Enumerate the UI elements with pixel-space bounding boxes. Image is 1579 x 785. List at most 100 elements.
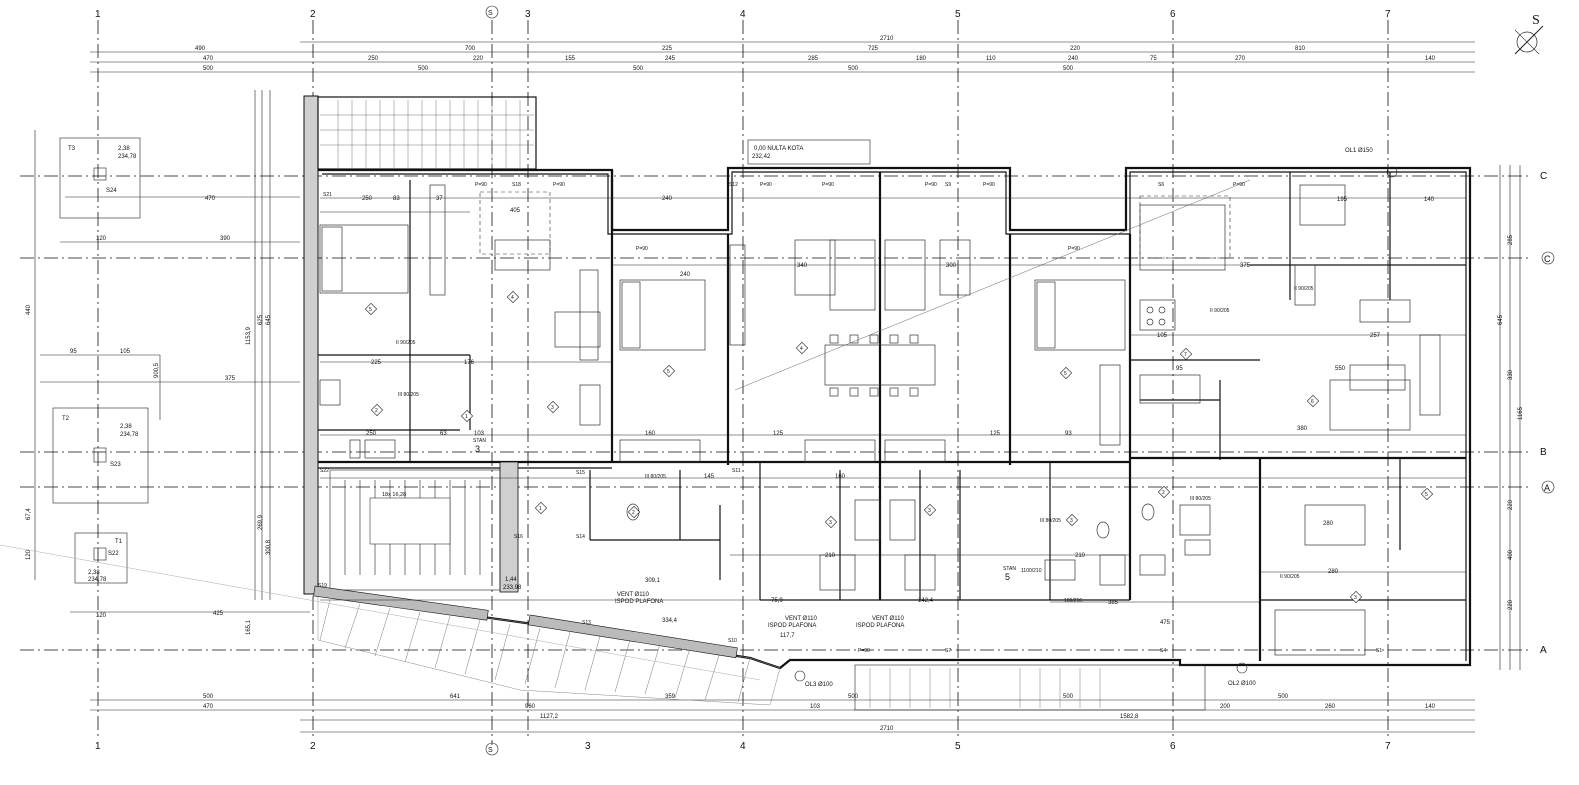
svg-text:250: 250 xyxy=(366,431,377,437)
grid-row-a1: A xyxy=(1544,483,1550,493)
svg-text:3: 3 xyxy=(1070,518,1073,524)
svg-text:375: 375 xyxy=(1240,263,1251,269)
grid-row-c1: C xyxy=(1540,171,1547,182)
svg-text:490: 490 xyxy=(195,46,206,52)
svg-text:269,9: 269,9 xyxy=(258,514,264,530)
annotations: 0,00 NULTA KOTA 232,42 OL1 Ø150 OL2 Ø100… xyxy=(615,139,1398,688)
svg-text:ISPOD PLAFONA: ISPOD PLAFONA xyxy=(768,623,816,629)
svg-text:500: 500 xyxy=(203,694,214,700)
svg-text:P=90: P=90 xyxy=(1068,246,1080,252)
svg-text:195: 195 xyxy=(1337,197,1348,203)
svg-text:67,4: 67,4 xyxy=(26,508,32,520)
svg-text:120: 120 xyxy=(26,549,32,560)
svg-text:T1: T1 xyxy=(115,539,123,545)
svg-text:470: 470 xyxy=(205,196,216,202)
svg-text:S11: S11 xyxy=(732,468,741,474)
svg-text:2,38: 2,38 xyxy=(120,424,132,430)
svg-text:1153,9: 1153,9 xyxy=(246,326,252,345)
svg-text:245: 245 xyxy=(665,56,676,62)
svg-text:6: 6 xyxy=(1311,399,1314,405)
svg-text:S9: S9 xyxy=(945,182,951,188)
svg-text:2710: 2710 xyxy=(880,36,894,42)
svg-text:120: 120 xyxy=(96,613,107,619)
grid-col-4: 4 xyxy=(740,9,746,20)
svg-text:142,4: 142,4 xyxy=(918,598,934,604)
grid-col-7: 7 xyxy=(1385,9,1391,20)
svg-text:300: 300 xyxy=(946,263,957,269)
section-marker-bottom xyxy=(485,742,499,756)
svg-text:285: 285 xyxy=(1508,234,1514,245)
svg-text:145: 145 xyxy=(704,474,715,480)
svg-text:S14: S14 xyxy=(576,534,585,540)
svg-text:S1: S1 xyxy=(1376,648,1382,654)
svg-text:160: 160 xyxy=(835,474,846,480)
svg-text:STAN: STAN xyxy=(473,438,486,444)
svg-text:83: 83 xyxy=(393,196,400,202)
svg-text:II 90/205: II 90/205 xyxy=(1280,574,1300,580)
svg-text:2710: 2710 xyxy=(880,726,894,732)
ramp-area xyxy=(0,544,781,706)
svg-text:P=90: P=90 xyxy=(636,246,648,252)
pillar-labels: S21 S18 S22 S19 S16 S15 S14 S13 S12 S11 … xyxy=(318,182,1382,654)
grid-col-6: 6 xyxy=(1170,9,1176,20)
svg-text:P=90: P=90 xyxy=(553,182,565,188)
svg-text:III 80/205: III 80/205 xyxy=(398,392,419,398)
svg-text:330: 330 xyxy=(1508,369,1514,380)
column-foundations: T3 2,38 234,78 S24 T2 2,38 234,78 S23 T1… xyxy=(40,137,310,619)
svg-text:III 80/205: III 80/205 xyxy=(1040,518,1061,524)
svg-text:S15: S15 xyxy=(576,470,585,476)
svg-text:165,1: 165,1 xyxy=(246,619,252,635)
svg-text:STAN: STAN xyxy=(1003,566,1016,572)
door-labels: II 90/205 III 80/205 III 80/205 III 80/2… xyxy=(396,182,1314,654)
svg-text:225: 225 xyxy=(662,46,673,52)
svg-text:220: 220 xyxy=(1508,499,1514,510)
svg-text:500: 500 xyxy=(1063,694,1074,700)
svg-text:II 90/205: II 90/205 xyxy=(1294,286,1314,292)
svg-text:S10: S10 xyxy=(728,638,737,644)
svg-text:95: 95 xyxy=(1176,366,1183,372)
right-dimensions: 645 1165 285 330 220 400 220 xyxy=(1498,165,1524,670)
svg-text:240: 240 xyxy=(680,272,691,278)
svg-text:1165: 1165 xyxy=(1518,406,1524,420)
svg-text:5: 5 xyxy=(1425,492,1428,498)
grid-col-5: 5 xyxy=(955,9,961,20)
ol2-label: OL2 Ø100 xyxy=(1228,681,1256,687)
svg-text:1127,2: 1127,2 xyxy=(540,714,559,720)
svg-text:II 90/205: II 90/205 xyxy=(1210,308,1230,314)
svg-text:103: 103 xyxy=(474,431,485,437)
svg-text:240: 240 xyxy=(1068,56,1079,62)
svg-text:440: 440 xyxy=(26,304,32,315)
grid-col-5-bottom: 5 xyxy=(955,741,961,752)
svg-text:125: 125 xyxy=(773,431,784,437)
svg-text:T2: T2 xyxy=(62,416,70,422)
column-labels-top: 1 2 3 4 5 6 7 xyxy=(95,9,1391,20)
top-dimensions: 2710 490 700 225 725 220 810 470 250 220… xyxy=(90,36,1475,73)
svg-text:5: 5 xyxy=(1005,572,1010,582)
svg-text:160: 160 xyxy=(645,431,656,437)
svg-text:500: 500 xyxy=(848,66,859,72)
svg-text:5: 5 xyxy=(1064,371,1067,377)
svg-text:63: 63 xyxy=(440,431,447,437)
svg-text:110: 110 xyxy=(986,56,996,62)
svg-text:2,38: 2,38 xyxy=(88,570,100,576)
svg-text:ISPOD PLAFONA: ISPOD PLAFONA xyxy=(615,599,663,605)
grid-col-4-bottom: 4 xyxy=(740,741,746,752)
svg-text:385: 385 xyxy=(1108,600,1119,606)
svg-text:2: 2 xyxy=(375,408,378,414)
vent1-label: VENT Ø110 xyxy=(617,592,649,598)
svg-text:500: 500 xyxy=(1278,694,1289,700)
svg-text:1: 1 xyxy=(539,506,542,512)
svg-text:5: 5 xyxy=(667,369,670,375)
svg-text:P=90: P=90 xyxy=(822,182,834,188)
svg-text:II 90/205: II 90/205 xyxy=(396,340,416,346)
svg-text:270: 270 xyxy=(1235,56,1246,62)
balcony-bottom xyxy=(854,664,1206,711)
svg-text:S23: S23 xyxy=(110,462,121,468)
svg-text:2,38: 2,38 xyxy=(118,146,130,152)
svg-text:334,4: 334,4 xyxy=(662,618,678,624)
left-dimensions: 440 625 645 1153,9 900,5 67,4 120 165,1 … xyxy=(26,90,272,635)
svg-text:37: 37 xyxy=(436,196,443,202)
svg-text:T3: T3 xyxy=(68,146,76,152)
grid-row-c2: C xyxy=(1544,254,1551,264)
svg-text:180: 180 xyxy=(916,56,927,62)
